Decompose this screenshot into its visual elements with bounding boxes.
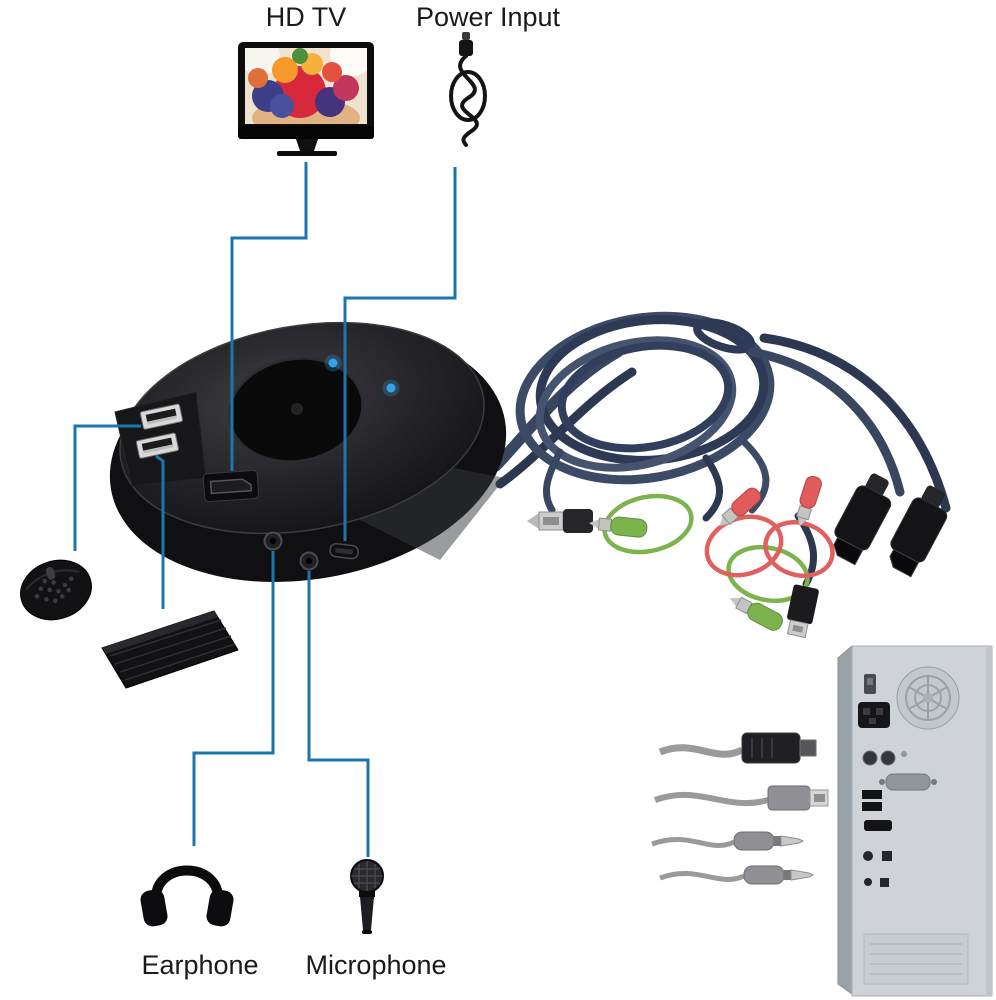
- cable-connectors: [527, 473, 948, 639]
- connection-lines: [73, 162, 457, 857]
- tv-screen: [245, 48, 367, 124]
- usb-port-icon: [135, 432, 179, 459]
- power-input-label: Power Input: [415, 2, 561, 32]
- earphone-icon: [140, 865, 234, 927]
- power-cable-icon: [449, 32, 487, 147]
- green-audio-plug-icon: [589, 516, 648, 538]
- displayport-plug-icon: [833, 473, 892, 566]
- kvm-switch-device: [109, 321, 507, 582]
- tower-port-panel: [862, 750, 937, 887]
- tower-power-inlet: [858, 702, 890, 728]
- connection-line-keyboard: [155, 454, 165, 609]
- audio-plug-icon: [659, 865, 815, 885]
- microphone-icon: [350, 859, 384, 934]
- led-indicator: [386, 383, 396, 393]
- keyboard-icon: [101, 610, 239, 689]
- video-plug-icon: [658, 732, 817, 764]
- connection-line-earphone: [192, 551, 275, 846]
- usb-plug-icon: [527, 509, 593, 533]
- cable-coil-icon: [490, 311, 951, 588]
- pc-cable-plugs: [651, 732, 829, 885]
- usb-plug-icon: [786, 584, 819, 639]
- usb-port-icon: [139, 403, 183, 430]
- connection-line-power: [343, 167, 457, 541]
- audio-plug-icon: [651, 831, 805, 851]
- select-button: [291, 403, 303, 415]
- computer-tower-icon: [837, 644, 993, 997]
- led-indicator: [328, 358, 338, 368]
- displayport-plug-icon: [889, 485, 948, 578]
- earphone-label: Earphone: [141, 950, 259, 980]
- displayport-port-icon: [202, 470, 260, 503]
- red-audio-plug-icon: [796, 475, 822, 527]
- hdtv-label: HD TV: [265, 2, 347, 32]
- green-audio-plug-icon: [729, 596, 783, 631]
- usb-plug-icon: [653, 785, 829, 811]
- power-port-icon: [329, 542, 359, 560]
- microphone-label: Microphone: [305, 950, 447, 980]
- connection-line-hdtv: [230, 162, 308, 471]
- mouse-icon: [20, 559, 92, 621]
- hdtv-monitor-icon: [238, 42, 374, 156]
- connection-line-mouse: [73, 424, 141, 551]
- red-audio-plug-icon: [719, 487, 761, 526]
- connection-line-microphone: [307, 571, 370, 857]
